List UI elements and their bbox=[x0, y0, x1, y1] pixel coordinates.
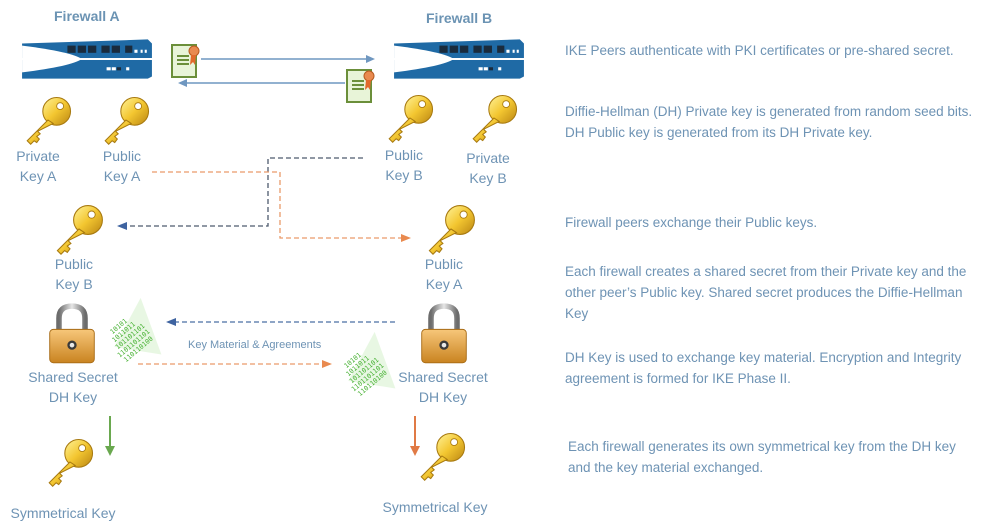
description-exchange: Firewall peers exchange their Public key… bbox=[565, 215, 818, 230]
public-key-b-label: Public Key B bbox=[384, 147, 424, 183]
cert-exchange-arrows bbox=[178, 55, 375, 87]
received-public-key-a-label: Public Key A bbox=[424, 256, 464, 292]
public-key-a-icon bbox=[104, 96, 150, 145]
public-key-a-label: Public Key A bbox=[102, 148, 142, 184]
received-public-key-b-icon bbox=[56, 205, 103, 255]
lock-b-icon bbox=[422, 306, 467, 363]
private-key-a-label: Private Key A bbox=[16, 148, 60, 184]
symmetrical-key-b-icon bbox=[420, 432, 466, 481]
lock-a-icon bbox=[50, 306, 95, 363]
derive-arrow-a bbox=[105, 416, 115, 456]
description-symmetrical-key: Each firewall generates its own symmetri… bbox=[568, 439, 956, 475]
private-key-b-icon bbox=[472, 94, 518, 143]
symmetrical-key-b-label: Symmetrical Key bbox=[382, 499, 488, 515]
received-public-key-a-icon bbox=[428, 205, 475, 255]
firewall-b-title: Firewall B bbox=[426, 10, 493, 26]
key-material-label: Key Material & Agreements bbox=[188, 339, 322, 351]
symmetrical-key-a-label: Symmetrical Key bbox=[10, 505, 116, 521]
firewall-a-icon bbox=[22, 39, 152, 79]
firewall-a-title: Firewall A bbox=[54, 8, 120, 24]
key-material-a-icon bbox=[104, 297, 162, 362]
private-key-b-label: Private Key B bbox=[466, 150, 510, 186]
firewall-b-icon bbox=[394, 39, 524, 79]
certificate-b-icon bbox=[346, 69, 375, 103]
shared-secret-a-label: Shared Secret DH Key bbox=[28, 369, 118, 405]
description-dh-keys: Diffie-Hellman (DH) Private key is gener… bbox=[565, 104, 973, 140]
description-key-material: DH Key is used to exchange key material.… bbox=[565, 350, 962, 386]
key-material-arrows bbox=[138, 321, 395, 365]
public-key-b-icon bbox=[388, 94, 434, 143]
private-key-a-icon bbox=[26, 96, 72, 145]
shared-secret-b-label: Shared Secret DH Key bbox=[398, 369, 488, 405]
key-material-b-icon bbox=[338, 331, 396, 396]
received-public-key-b-label: Public Key B bbox=[54, 256, 94, 292]
public-key-exchange-arrows bbox=[124, 157, 404, 239]
certificate-a-icon bbox=[171, 44, 200, 78]
description-shared-secret: Each firewall creates a shared secret fr… bbox=[565, 264, 967, 321]
derive-arrow-b bbox=[410, 416, 420, 456]
symmetrical-key-a-icon bbox=[48, 438, 94, 487]
description-authentication: IKE Peers authenticate with PKI certific… bbox=[565, 43, 954, 58]
